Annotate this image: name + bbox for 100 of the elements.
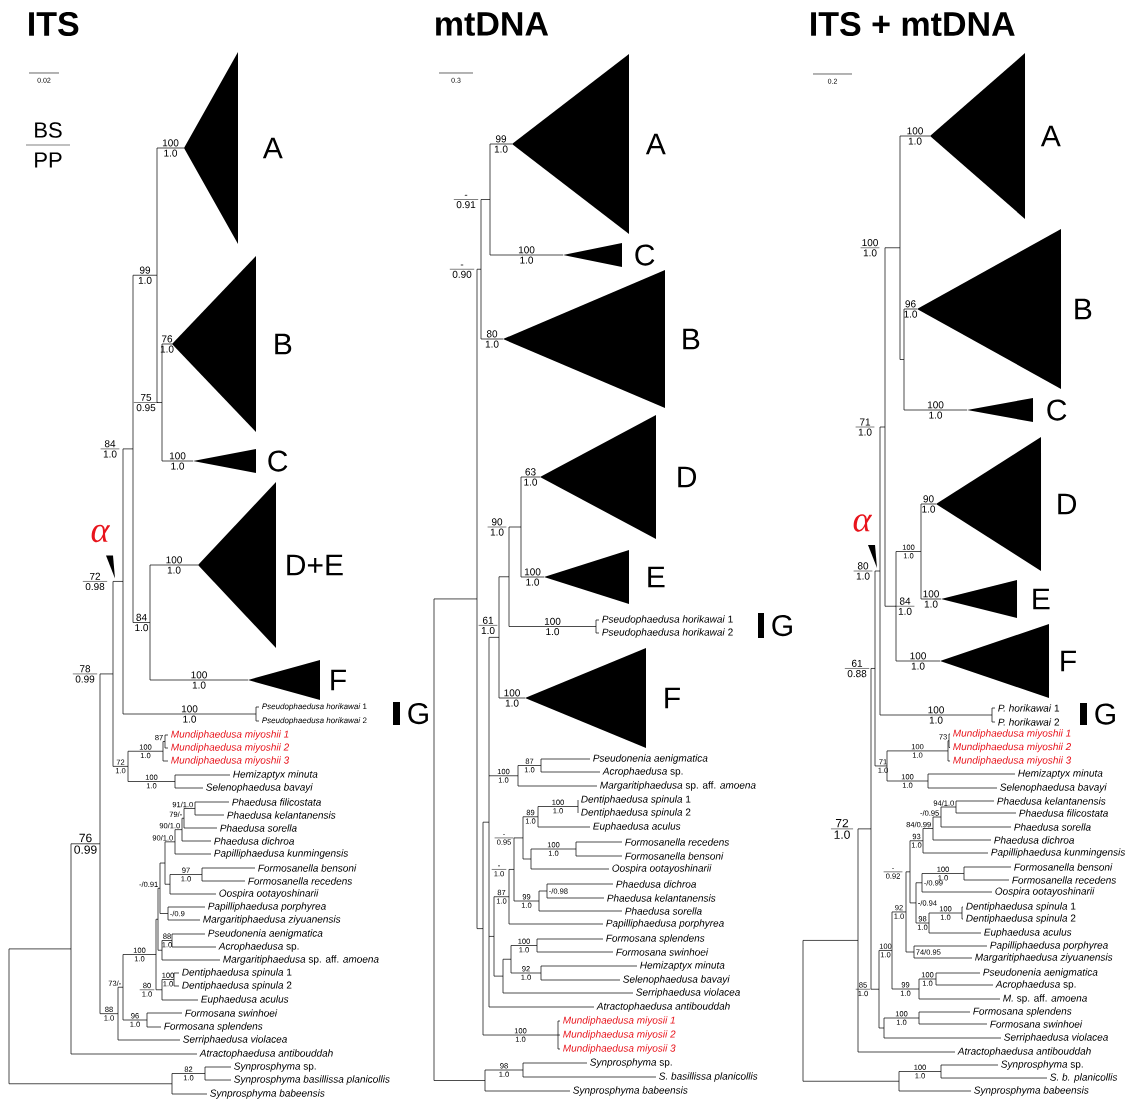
support-value: 1.0 xyxy=(904,310,918,318)
taxon-name: Pseudophaedusa horikawai 1 xyxy=(602,615,733,625)
taxon-name: Selenophaedusa bavayi xyxy=(206,783,313,793)
taxon-name: Formosana splendens xyxy=(164,1022,263,1032)
taxon-name: Hemizaptyx minuta xyxy=(640,961,725,971)
taxon-name: Dentiphaedusa spinula 2 xyxy=(182,981,292,991)
taxon-name: Oospira ootayoshinarii xyxy=(612,864,712,874)
taxon-name: Atractophaedusa antibouddah xyxy=(957,1047,1091,1057)
taxon-name: Margaritiphaedusa sp. aff. amoena xyxy=(223,955,379,965)
taxon-name: Phaedusa dichroa xyxy=(616,880,697,888)
taxon-name: Synprosphyma sp. xyxy=(590,1058,672,1068)
taxon-name: Margaritiphaedusa sp. aff. amoena xyxy=(600,781,756,791)
taxon-name: Oospira ootayoshinarii xyxy=(995,887,1095,897)
support-value: 1.0 xyxy=(911,662,925,670)
support-value: 1.0 xyxy=(167,566,181,574)
taxon-name: Synprosphyma babeensis xyxy=(974,1086,1089,1096)
taxon-name: Papilliphaedusa porphyrea xyxy=(606,919,724,929)
support-value: 84 xyxy=(899,597,911,605)
alpha-symbol: α xyxy=(91,524,111,543)
panel-title: mtDNA xyxy=(436,12,549,36)
taxon-name: Mundiphaedusa miyoshii 3 xyxy=(953,756,1072,766)
support-value: 75 xyxy=(140,393,152,401)
support-value: - xyxy=(460,264,464,266)
taxon-name: P. horikawai 2 xyxy=(998,718,1060,726)
clade-letter: C xyxy=(1047,399,1067,421)
taxon-name: Pseudonenia aenigmatica xyxy=(208,929,323,939)
support-value: 90 xyxy=(923,495,934,503)
taxon-name: Papilliphaedusa porphyrea xyxy=(990,941,1108,951)
support-value: 1.0 xyxy=(908,137,922,145)
support-value: 1.0 xyxy=(922,505,936,513)
clade-letter: G xyxy=(408,702,428,725)
taxon-name: Phaedusa kelantanensis xyxy=(607,894,716,902)
taxon-name: Formosanella bensoni xyxy=(625,852,724,860)
support-value: 76 xyxy=(79,833,92,843)
taxon-name: Mundiphaedusa miyoshii 1 xyxy=(171,730,289,740)
taxon-name: Formosanella recedens xyxy=(248,877,353,885)
taxon-name: Synprosphyma sp. xyxy=(1001,1060,1083,1070)
taxon-name: Phaedusa dichroa xyxy=(214,837,295,845)
support-value: 84 xyxy=(136,613,147,621)
clade-letter: E xyxy=(1033,588,1050,610)
clade-letter: F xyxy=(331,669,346,691)
support-value: 84 xyxy=(104,440,116,448)
taxon-name: Formosana splendens xyxy=(973,1007,1072,1017)
support-value: 72 xyxy=(89,572,101,580)
support-value: 1.0 xyxy=(929,411,943,419)
taxon-name: Dentiphaedusa spinula 2 xyxy=(581,808,691,818)
clade-letter: A xyxy=(262,137,283,159)
support-value: 100 xyxy=(169,452,186,460)
taxon-name: Dentiphaedusa spinula 1 xyxy=(182,968,292,978)
support-value: 0.95 xyxy=(136,404,156,412)
support-value: 100 xyxy=(166,556,182,564)
support-value: 1.0 xyxy=(138,276,152,284)
support-value: 99 xyxy=(139,266,151,274)
taxon-name: Synprosphyma babeensis xyxy=(210,1089,325,1099)
clade-letter: A xyxy=(645,133,666,155)
taxon-name: P. horikawai 1 xyxy=(998,704,1060,712)
taxon-name: Selenophaedusa bavayi xyxy=(1000,783,1107,793)
support-value: 1.0 xyxy=(490,528,504,536)
taxon-name: Phaedusa dichroa xyxy=(994,836,1075,844)
taxon-name: Acrophaedusa sp. xyxy=(995,980,1076,990)
taxon-name: Formosana swinhoei xyxy=(185,1009,278,1017)
taxon-name: Atractophaedusa antibouddah xyxy=(596,1002,730,1012)
taxon-name: Phaedusa filicostata xyxy=(1019,809,1108,817)
taxon-name: Acrophaedusa sp. xyxy=(602,767,683,777)
support-value: 61 xyxy=(482,616,494,624)
taxon-name: Mundiphaedusa miyoshii 1 xyxy=(953,729,1071,739)
taxon-name: Formosana swinhoei xyxy=(616,948,709,956)
clade-letter: D xyxy=(678,466,697,488)
support-value: 100 xyxy=(524,568,541,576)
taxon-name: Margaritiphaedusa ziyuanensis xyxy=(975,953,1113,963)
support-value: 1.0 xyxy=(834,830,850,839)
taxon-name: Synprosphyma sp. xyxy=(234,1062,316,1072)
taxon-name: Oospira ootayoshinarii xyxy=(219,889,319,899)
support-value: 1.0 xyxy=(863,249,877,257)
taxon-name: Selenophaedusa bavayi xyxy=(623,975,730,985)
taxon-name: S. basillissa planicollis xyxy=(659,1072,758,1082)
support-value: 0.98 xyxy=(85,583,105,591)
alpha-symbol: α xyxy=(853,514,873,532)
support-value: 1.0 xyxy=(520,256,534,264)
taxon-name: Mundiphaedusa miyoshii 2 xyxy=(953,742,1072,753)
support-value: 1.0 xyxy=(526,578,540,586)
taxon-name: Mundiphaedusa miyoshii 2 xyxy=(171,743,289,753)
support-value: 0.88 xyxy=(847,670,867,678)
taxon-name: Formosana swinhoei xyxy=(990,1020,1083,1028)
support-value: 1.0 xyxy=(135,624,149,632)
taxon-name: Mundiphaedusa miyosii 1 xyxy=(563,1016,675,1026)
taxon-name: Pseudonenia aenigmatica xyxy=(593,754,708,764)
support-value: 100 xyxy=(862,239,878,247)
support-value: - xyxy=(464,194,468,196)
taxon-name: Dentiphaedusa spinula 1 xyxy=(966,902,1076,912)
support-value: 63 xyxy=(525,468,536,476)
taxon-name: Synprosphyma basillissa planicollis xyxy=(234,1075,390,1085)
taxon-name: Phaedusa sorella xyxy=(220,824,297,832)
support-value: 1.0 xyxy=(485,340,499,348)
support-value: 1.0 xyxy=(858,428,872,436)
support-value: 1.0 xyxy=(929,716,943,724)
support-value: 100 xyxy=(504,689,520,697)
support-value: 72 xyxy=(835,818,849,828)
taxon-name: Mundiphaedusa miyosii 2 xyxy=(563,1030,676,1040)
support-value: 1.0 xyxy=(546,628,560,636)
